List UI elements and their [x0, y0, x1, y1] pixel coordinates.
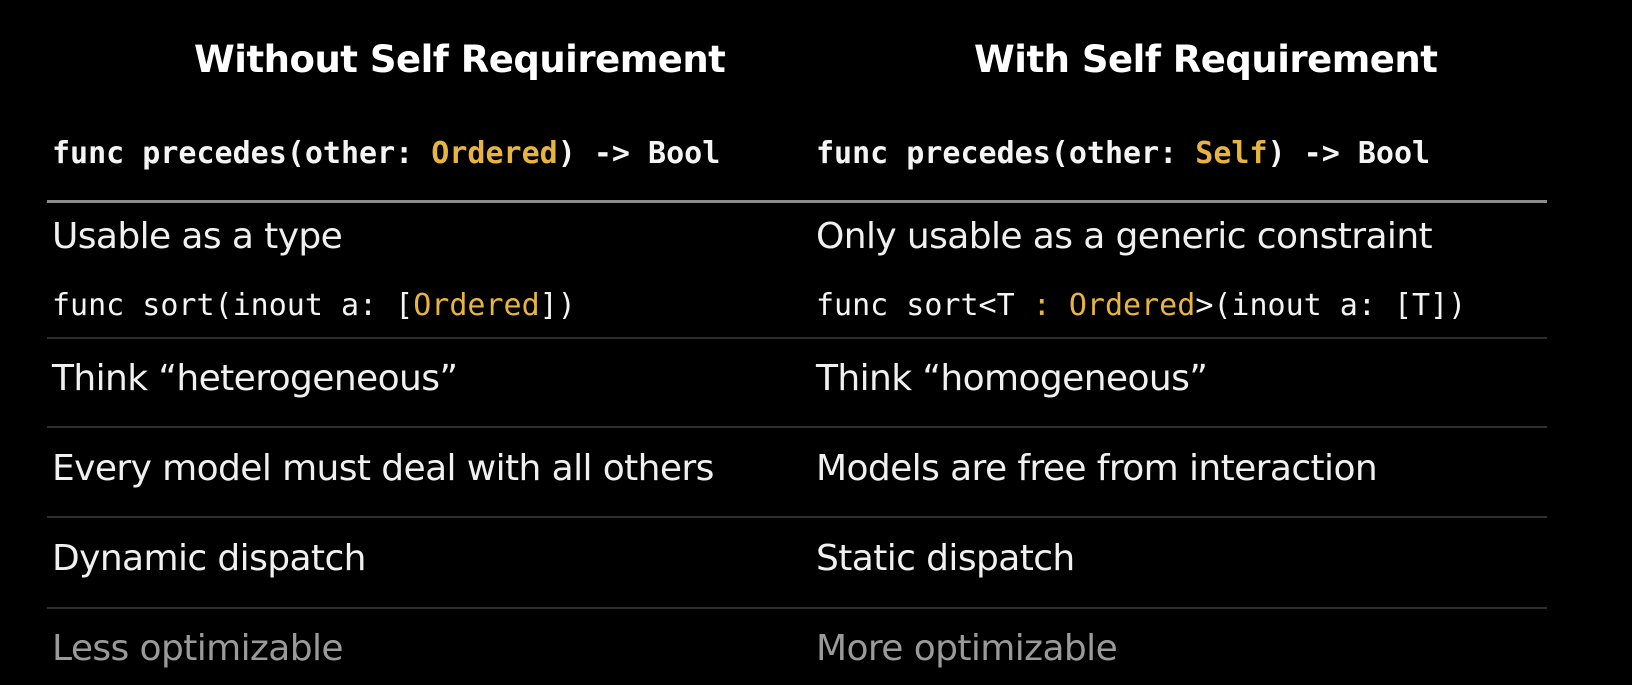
- code-type-highlight: Ordered: [413, 288, 540, 323]
- code-text: func sort(inout a: [: [52, 288, 414, 323]
- row-optimizable-left: Less optimizable: [52, 628, 344, 669]
- row-usage-right: Only usable as a generic constraint: [816, 216, 1433, 257]
- row-models-left: Every model must deal with all others: [52, 448, 714, 489]
- signature-without-self: func precedes(other: Ordered) -> Bool: [52, 136, 720, 171]
- row-divider: [47, 516, 1547, 518]
- header-divider: [47, 200, 1547, 203]
- signature-text: func precedes(other:: [52, 136, 432, 171]
- row-divider: [47, 607, 1547, 609]
- column-header-with-self: With Self Requirement: [974, 38, 1438, 81]
- row-dispatch-right: Static dispatch: [816, 538, 1075, 579]
- code-text: ]): [539, 288, 576, 323]
- code-text: >(inout a: [T]): [1195, 288, 1467, 323]
- row-divider: [47, 426, 1547, 428]
- signature-text: ) -> Bool: [557, 136, 721, 171]
- row-divider: [47, 337, 1547, 339]
- sort-code-right: func sort<T : Ordered>(inout a: [T]): [816, 288, 1466, 323]
- row-usage-left: Usable as a type: [52, 216, 343, 257]
- code-type-highlight: : Ordered: [1032, 288, 1196, 323]
- row-models-right: Models are free from interaction: [816, 448, 1378, 489]
- signature-text: func precedes(other:: [816, 136, 1196, 171]
- row-think-right: Think “homogeneous”: [816, 358, 1208, 399]
- signature-with-self: func precedes(other: Self) -> Bool: [816, 136, 1430, 171]
- signature-type-highlight: Ordered: [431, 136, 558, 171]
- row-dispatch-left: Dynamic dispatch: [52, 538, 366, 579]
- column-header-without-self: Without Self Requirement: [194, 38, 726, 81]
- code-text: func sort<T: [816, 288, 1033, 323]
- signature-text: ) -> Bool: [1267, 136, 1431, 171]
- signature-type-highlight: Self: [1195, 136, 1268, 171]
- row-think-left: Think “heterogeneous”: [52, 358, 458, 399]
- row-optimizable-right: More optimizable: [816, 628, 1118, 669]
- sort-code-left: func sort(inout a: [Ordered]): [52, 288, 576, 323]
